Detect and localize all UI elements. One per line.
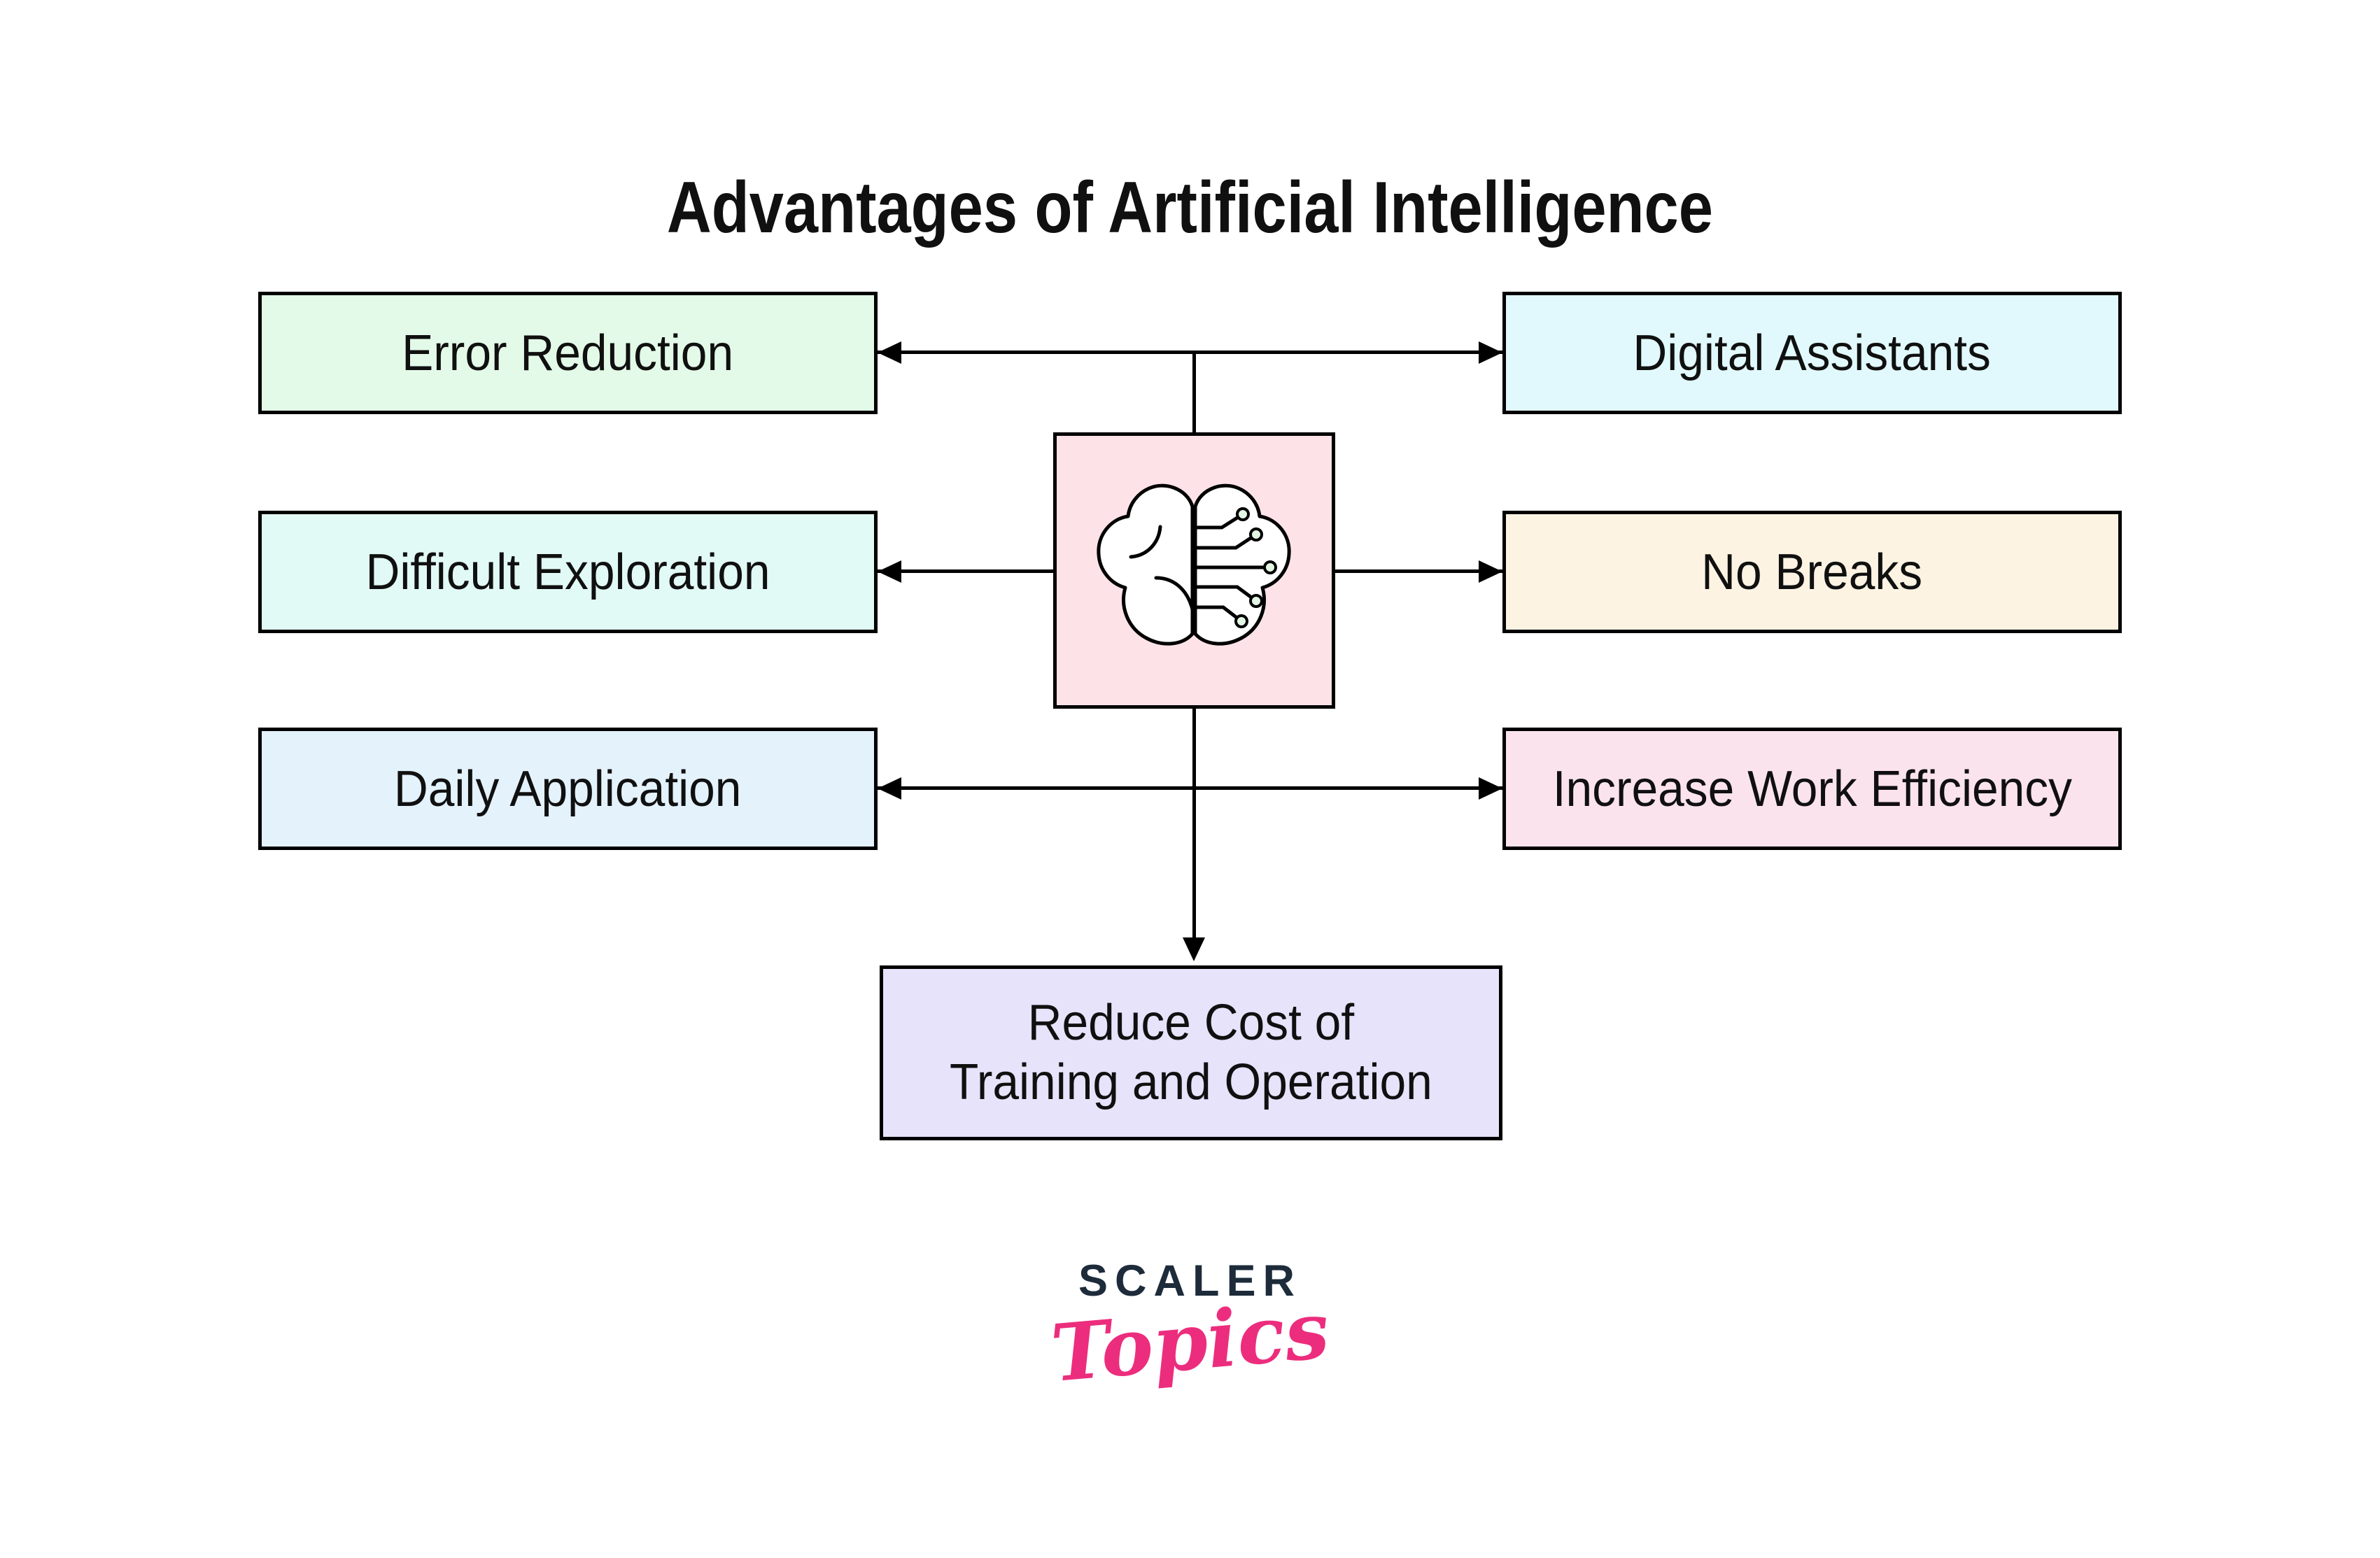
node-increase-work-efficiency: Increase Work Efficiency [1502, 728, 2122, 850]
page-title: Advantages of Artificial Intelligence [0, 168, 2380, 248]
node-no-breaks: No Breaks [1502, 511, 2122, 633]
arrowhead-row2-left [878, 560, 901, 583]
logo-product-text: Topics [0, 1284, 2380, 1400]
node-daily-application-label: Daily Application [394, 760, 742, 817]
arrowhead-row3-left [878, 777, 901, 800]
page-title-text: Advantages of Artificial Intelligence [667, 167, 1713, 248]
arrowhead-row1-left [878, 341, 901, 364]
node-error-reduction: Error Reduction [258, 292, 878, 414]
circuit-node [1249, 527, 1263, 541]
circuit-node [1263, 560, 1277, 574]
node-digital-assistants: Digital Assistants [1502, 292, 2122, 414]
node-difficult-exploration-label: Difficult Exploration [365, 544, 770, 600]
node-digital-assistants-label: Digital Assistants [1633, 325, 1992, 381]
node-reduce-cost-line2: Training and Operation [950, 1054, 1432, 1110]
circuit-trace [1195, 585, 1258, 603]
node-reduce-cost: Reduce Cost of Training and Operation [880, 965, 1502, 1140]
brain-crease-top [1129, 525, 1162, 559]
connector-row1-to-core [1192, 352, 1196, 432]
node-difficult-exploration: Difficult Exploration [258, 511, 878, 633]
brain-right-hemisphere [1193, 483, 1291, 646]
circuit-trace [1195, 512, 1244, 530]
logo-product-script: Topics [1047, 1284, 1333, 1401]
circuit-node [1249, 594, 1263, 608]
brain-left-hemisphere [1097, 483, 1195, 646]
connector-core-to-difficult-exploration [878, 569, 1053, 573]
connector-row1-line [878, 350, 1502, 354]
circuit-trace [1195, 532, 1258, 550]
connector-row3-line [878, 786, 1502, 790]
node-daily-application: Daily Application [258, 728, 878, 850]
circuit-node [1234, 614, 1248, 628]
node-no-breaks-label: No Breaks [1701, 544, 1923, 600]
connector-core-to-no-breaks [1335, 569, 1502, 573]
circuit-trace [1195, 605, 1243, 623]
node-reduce-cost-label: Reduce Cost of Training and Operation [950, 993, 1432, 1112]
scaler-topics-logo: SCALER Topics [0, 1256, 2380, 1401]
circuit-node [1236, 507, 1250, 521]
ai-brain-icon [1097, 483, 1291, 646]
arrowhead-down [1183, 937, 1205, 961]
arrowhead-row3-right [1479, 777, 1502, 800]
node-increase-work-efficiency-label: Increase Work Efficiency [1552, 760, 2072, 817]
arrowhead-row2-right [1479, 560, 1502, 583]
logo-brand-text: SCALER [1078, 1256, 1302, 1305]
node-error-reduction-label: Error Reduction [402, 325, 734, 381]
brain-crease-bottom [1154, 576, 1195, 611]
arrowhead-row1-right [1479, 341, 1502, 364]
node-reduce-cost-line1: Reduce Cost of [1027, 995, 1355, 1051]
connector-core-to-reduce-cost [1192, 709, 1196, 937]
